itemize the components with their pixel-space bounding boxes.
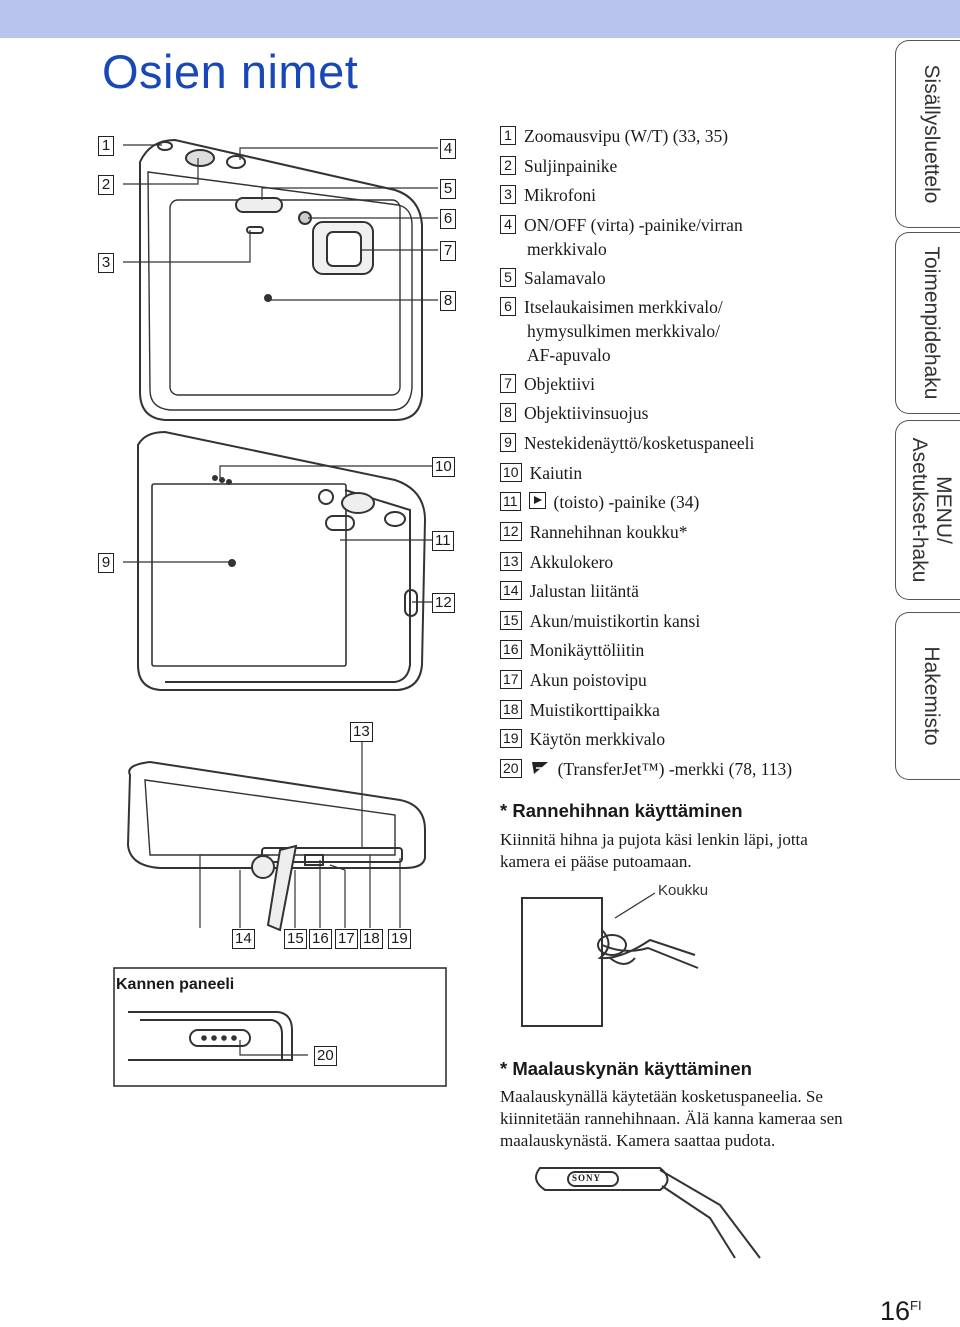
callout-3: 3 xyxy=(98,253,114,273)
callout-17: 17 xyxy=(335,929,358,949)
hook-label: Koukku xyxy=(658,882,709,899)
callout-6: 6 xyxy=(440,209,456,229)
callout-18: 18 xyxy=(360,929,383,949)
legend-item: 11 (toisto) -painike (34) xyxy=(500,492,699,512)
top-color-bar xyxy=(0,0,960,38)
legend-item-continued: merkkivalo xyxy=(527,239,607,259)
callout-1: 1 xyxy=(98,136,114,156)
callout-11: 11 xyxy=(432,531,454,551)
tab-index-label: Hakemisto xyxy=(920,646,943,746)
strap-section-title: * Rannehihnan käyttäminen xyxy=(500,800,743,821)
legend-item-continued: AF-apuvalo xyxy=(527,345,611,365)
pen-section-title: * Maalauskynän käyttäminen xyxy=(500,1058,752,1079)
strap-illustration xyxy=(521,897,699,1027)
page-title: Osien nimet xyxy=(102,45,359,98)
camera-back-illustration xyxy=(137,430,427,691)
callout-20: 20 xyxy=(314,1046,337,1066)
callout-2: 2 xyxy=(98,175,114,195)
legend-item-continued: hymysulkimen merkkivalo/ xyxy=(527,321,720,341)
callout-14: 14 xyxy=(232,929,255,949)
callout-9: 9 xyxy=(98,553,114,573)
tab-index[interactable]: Hakemisto xyxy=(895,612,960,780)
callout-5: 5 xyxy=(440,179,456,199)
callout-8: 8 xyxy=(440,291,456,311)
callout-7: 7 xyxy=(440,241,456,261)
callout-15: 15 xyxy=(284,929,307,949)
tab-menu-settings-search[interactable]: MENU/ Asetukset-haku xyxy=(895,420,960,600)
callout-12: 12 xyxy=(432,593,455,613)
tab-menu-settings-search-label: MENU/ Asetukset-haku xyxy=(908,437,955,583)
callout-19: 19 xyxy=(388,929,411,949)
pen-section-text: Maalauskynällä käytetään kosketuspaneeli… xyxy=(500,1087,843,1150)
strap-section-text: Kiinnitä hihna ja pujota käsi lenkin läp… xyxy=(500,830,808,871)
legend-item: 20 (TransferJet™) -merkki (78, 113) xyxy=(500,759,792,779)
tab-contents-label: Sisällysluettelo xyxy=(920,64,943,204)
leader-lines xyxy=(123,144,656,1056)
tab-operation-search[interactable]: Toimenpidehaku xyxy=(895,232,960,414)
tab-contents[interactable]: Sisällysluettelo xyxy=(895,40,960,228)
play-icon xyxy=(528,492,546,509)
tab-operation-search-label: Toimenpidehaku xyxy=(920,246,943,400)
pen-brand-label: SONY xyxy=(572,1173,602,1183)
pen-illustration xyxy=(535,1167,761,1259)
page-number: 16FI xyxy=(880,1296,922,1326)
camera-bottom-illustration xyxy=(126,760,426,932)
callout-13: 13 xyxy=(350,722,373,742)
transferjet-icon xyxy=(530,759,550,777)
callout-16: 16 xyxy=(309,929,332,949)
cover-panel-label: Kannen paneeli xyxy=(116,976,235,993)
callout-10: 10 xyxy=(432,457,455,477)
cover-panel-illustration xyxy=(113,967,447,1087)
callout-4: 4 xyxy=(440,139,456,159)
camera-front-illustration xyxy=(139,138,423,421)
